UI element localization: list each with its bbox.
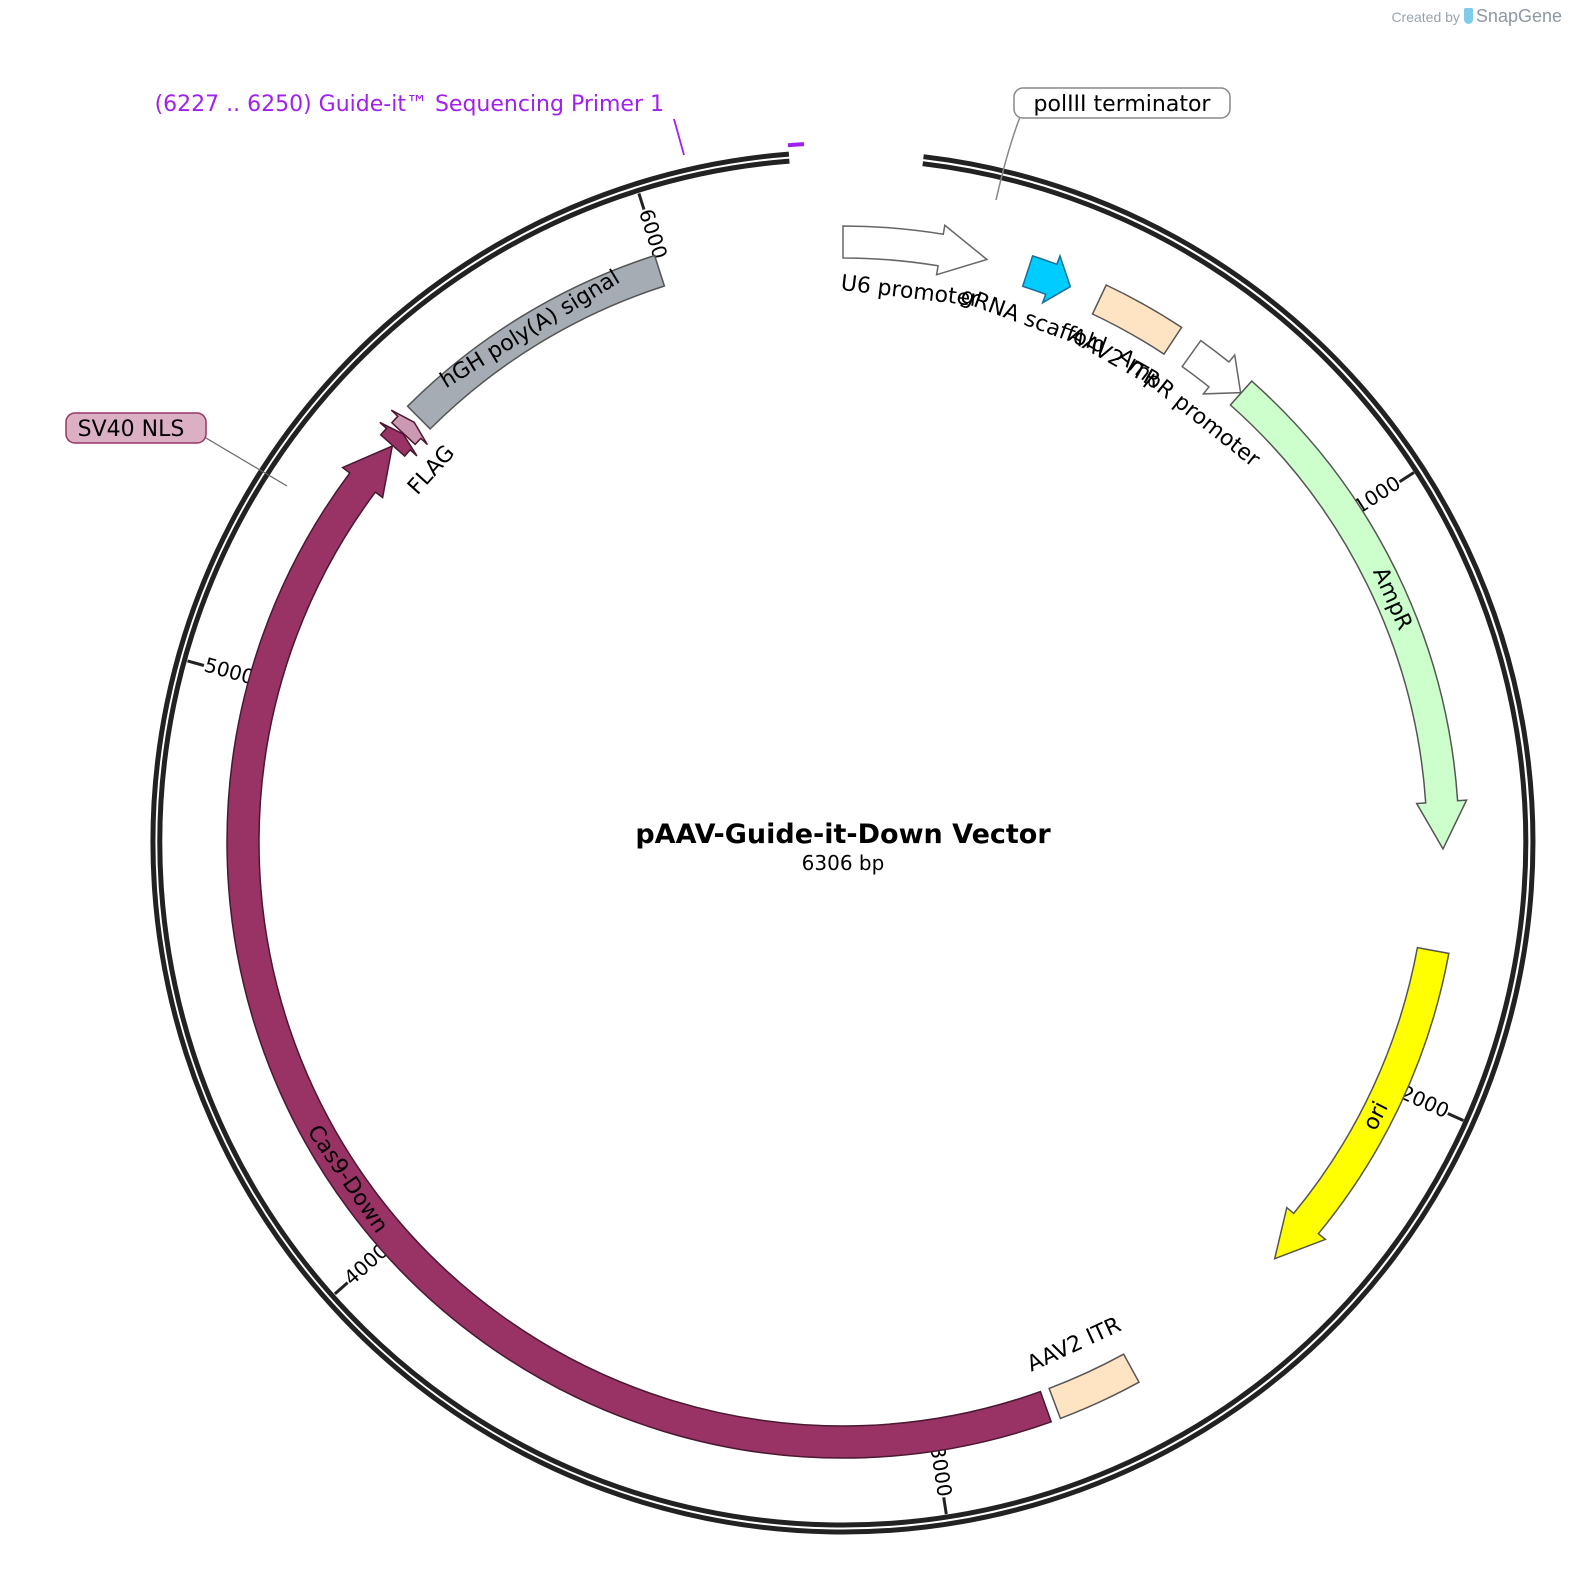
tick-mark xyxy=(637,192,646,211)
ampr-promoter-arrow[interactable] xyxy=(1181,339,1242,395)
cas9-down-arrow[interactable] xyxy=(226,444,1053,1459)
feature-arrows xyxy=(226,223,1468,1459)
aav2-itr-1-arrow[interactable] xyxy=(1091,284,1183,356)
tick-label: 6000 xyxy=(634,206,672,262)
tick-mark xyxy=(187,659,205,667)
cas9-down-label: Cas9-Down xyxy=(302,1121,393,1238)
tick-mark xyxy=(1398,471,1415,484)
snapgene-logo-icon xyxy=(1463,8,1473,24)
tick-mark xyxy=(333,1281,349,1296)
plasmid-name: pAAV-Guide-it-Down Vector xyxy=(635,819,1051,850)
sv40-callout: SV40 NLS xyxy=(65,412,288,487)
backbone-ring xyxy=(150,151,1536,1535)
ampr-arrow[interactable] xyxy=(1229,380,1468,851)
poliii-leader-line xyxy=(995,116,1021,201)
primer-label: (6227 .. 6250) Guide-it™ Sequencing Prim… xyxy=(155,92,664,117)
center-title: pAAV-Guide-it-Down Vector 6306 bp xyxy=(635,819,1051,875)
tick-mark xyxy=(1447,1112,1465,1122)
grna-scaffold-arrow[interactable] xyxy=(1021,253,1072,305)
sv40-label: SV40 NLS xyxy=(78,417,185,442)
sv40-label-box[interactable] xyxy=(65,412,207,444)
sv40-leader-line xyxy=(205,437,288,487)
flag-arrow[interactable] xyxy=(379,421,418,458)
primer-binding-mark[interactable] xyxy=(787,142,805,148)
aav2-itr-2-arrow[interactable] xyxy=(1048,1353,1141,1420)
hgh-polya-arrow[interactable] xyxy=(406,254,666,430)
u6-promoter-arrow[interactable] xyxy=(842,223,989,276)
credit-brand: SnapGene xyxy=(1475,6,1562,26)
poliii-label: polIII terminator xyxy=(1034,92,1212,117)
backbone-inner-strand xyxy=(157,158,1529,1528)
poliii-label-box[interactable] xyxy=(1013,87,1231,119)
hgh-polya-label: hGH poly(A) signal xyxy=(436,265,624,393)
primer-annotation: (6227 .. 6250) Guide-it™ Sequencing Prim… xyxy=(155,92,805,156)
plasmid-length: 6306 bp xyxy=(802,851,885,875)
tick-mark xyxy=(942,1497,948,1515)
poliii-callout: polIII terminator xyxy=(995,87,1231,201)
ori-arrow[interactable] xyxy=(1273,946,1450,1260)
backbone-outer-strand xyxy=(150,151,1536,1535)
sv40-nls-arrow[interactable] xyxy=(390,409,429,446)
credit-prefix: Created by xyxy=(1391,9,1460,25)
snapgene-credit: Created by SnapGene xyxy=(1391,6,1562,27)
primer-leader-line xyxy=(673,118,685,156)
